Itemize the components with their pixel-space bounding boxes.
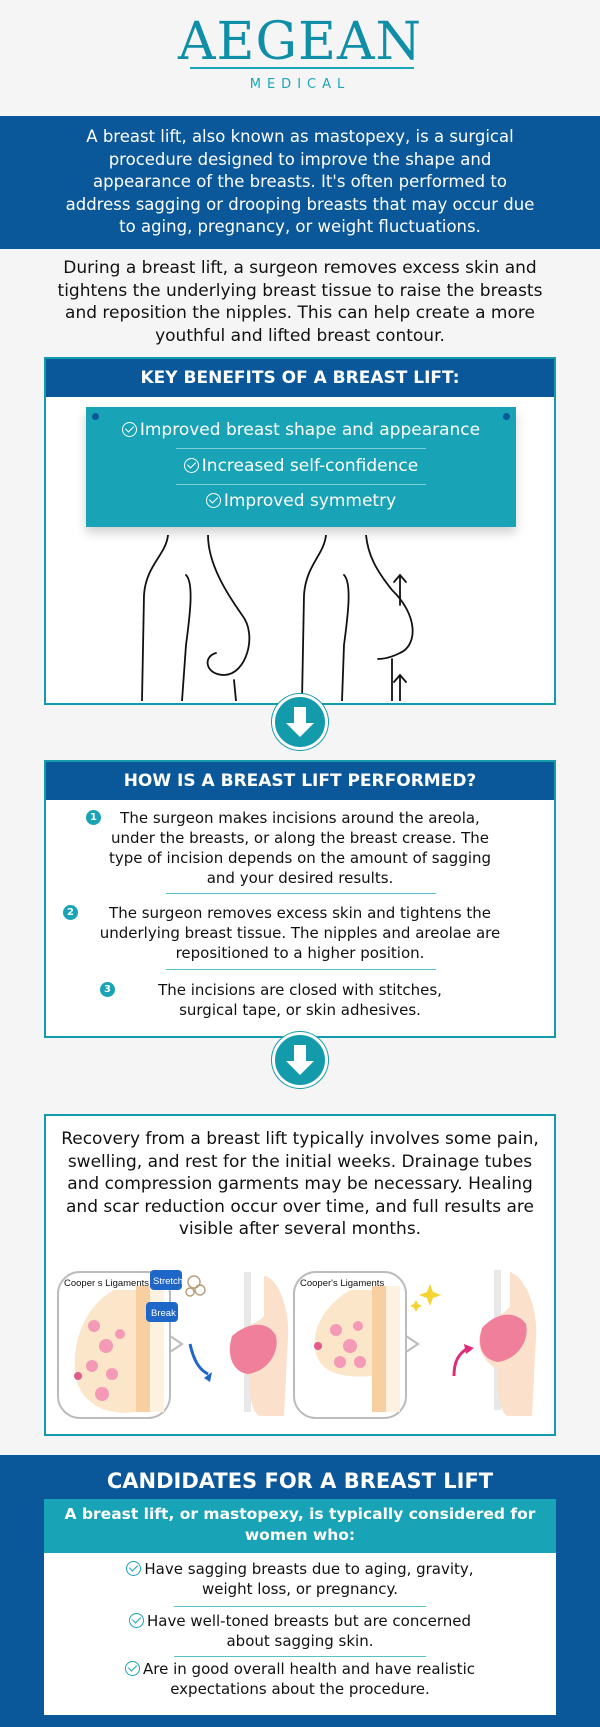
down-arrow-icon — [272, 1032, 328, 1088]
procedure-title: HOW IS A BREAST LIFT PERFORMED? — [46, 762, 554, 800]
candidate-item: Have sagging breasts due to aging, gravi… — [44, 1559, 556, 1599]
stretch-label: Stretch — [153, 1276, 183, 1287]
check-circle-icon — [121, 422, 137, 437]
check-circle-icon — [128, 1613, 144, 1628]
benefits-title: KEY BENEFITS OF A BREAST LIFT: — [46, 359, 554, 397]
candidates-list: Have sagging breasts due to aging, gravi… — [44, 1553, 556, 1715]
break-label: Break — [151, 1308, 176, 1319]
benefit-item: Improved breast shape and appearance — [86, 413, 516, 447]
check-circle-icon — [126, 1561, 142, 1576]
down-arrow-icon — [272, 694, 328, 750]
step-number-badge: 2 — [63, 905, 78, 920]
candidates-title: CANDIDATES FOR A BREAST LIFT — [106, 1469, 494, 1493]
step-text: The surgeon removes excess skin and tigh… — [99, 904, 501, 962]
benefit-divider — [176, 448, 426, 449]
candidate-item: Are in good overall health and have real… — [44, 1659, 556, 1699]
ligament-anatomy-illustration: Cooper s Ligaments Stretch Break Cooper'… — [57, 1270, 537, 1419]
candidates-subtitle: A breast lift, or mastopexy, is typicall… — [44, 1499, 556, 1553]
benefits-panel: KEY BENEFITS OF A BREAST LIFT: Improved … — [44, 357, 556, 705]
during-text: During a breast lift, a surgeon removes … — [57, 258, 543, 346]
recovery-panel: Recovery from a breast lift typically in… — [44, 1114, 556, 1436]
logo-tagline: MEDICAL — [249, 77, 351, 92]
candidate-divider — [174, 1606, 426, 1607]
benefit-item: Improved symmetry — [86, 484, 516, 518]
benefit-item: Increased self-confidence — [86, 449, 516, 483]
check-circle-icon — [205, 493, 221, 508]
check-circle-icon — [183, 458, 199, 473]
step-number-badge: 3 — [100, 982, 115, 997]
pin-dot — [92, 413, 99, 420]
step-text: The incisions are closed with stitches, … — [158, 981, 442, 1019]
intro-banner: A breast lift, also known as mastopexy, … — [0, 116, 600, 249]
after-ligaments-label: Cooper's Ligaments — [300, 1278, 384, 1289]
intro-text: A breast lift, also known as mastopexy, … — [65, 127, 535, 236]
before-ligaments-label: Cooper s Ligaments — [64, 1278, 149, 1289]
procedure-panel: HOW IS A BREAST LIFT PERFORMED? 1 The su… — [44, 760, 556, 1038]
logo-wordmark: AEGEAN — [177, 12, 423, 72]
logo-divider — [190, 67, 414, 69]
candidate-divider — [174, 1656, 426, 1657]
benefit-divider — [176, 484, 426, 485]
step-number-badge: 1 — [86, 810, 101, 825]
check-circle-icon — [125, 1661, 141, 1676]
recovery-text: Recovery from a breast lift typically in… — [61, 1129, 539, 1239]
benefits-list: Improved breast shape and appearance Inc… — [86, 407, 516, 527]
step-divider — [166, 969, 436, 970]
step-text: The surgeon makes incisions around the a… — [108, 809, 492, 887]
step-divider — [166, 893, 436, 894]
candidate-item: Have well-toned breasts but are concerne… — [44, 1611, 556, 1651]
candidates-section: CANDIDATES FOR A BREAST LIFT A breast li… — [0, 1455, 600, 1727]
header: AEGEAN MEDICAL — [0, 0, 600, 116]
before-after-outline-illustration — [141, 535, 414, 701]
pin-dot — [503, 413, 510, 420]
